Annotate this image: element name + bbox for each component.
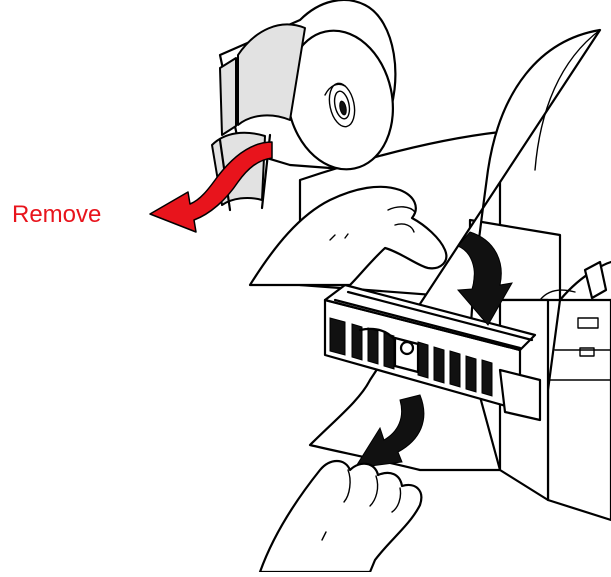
lower-hand [260,461,421,572]
remove-callout-label: Remove [12,203,101,227]
